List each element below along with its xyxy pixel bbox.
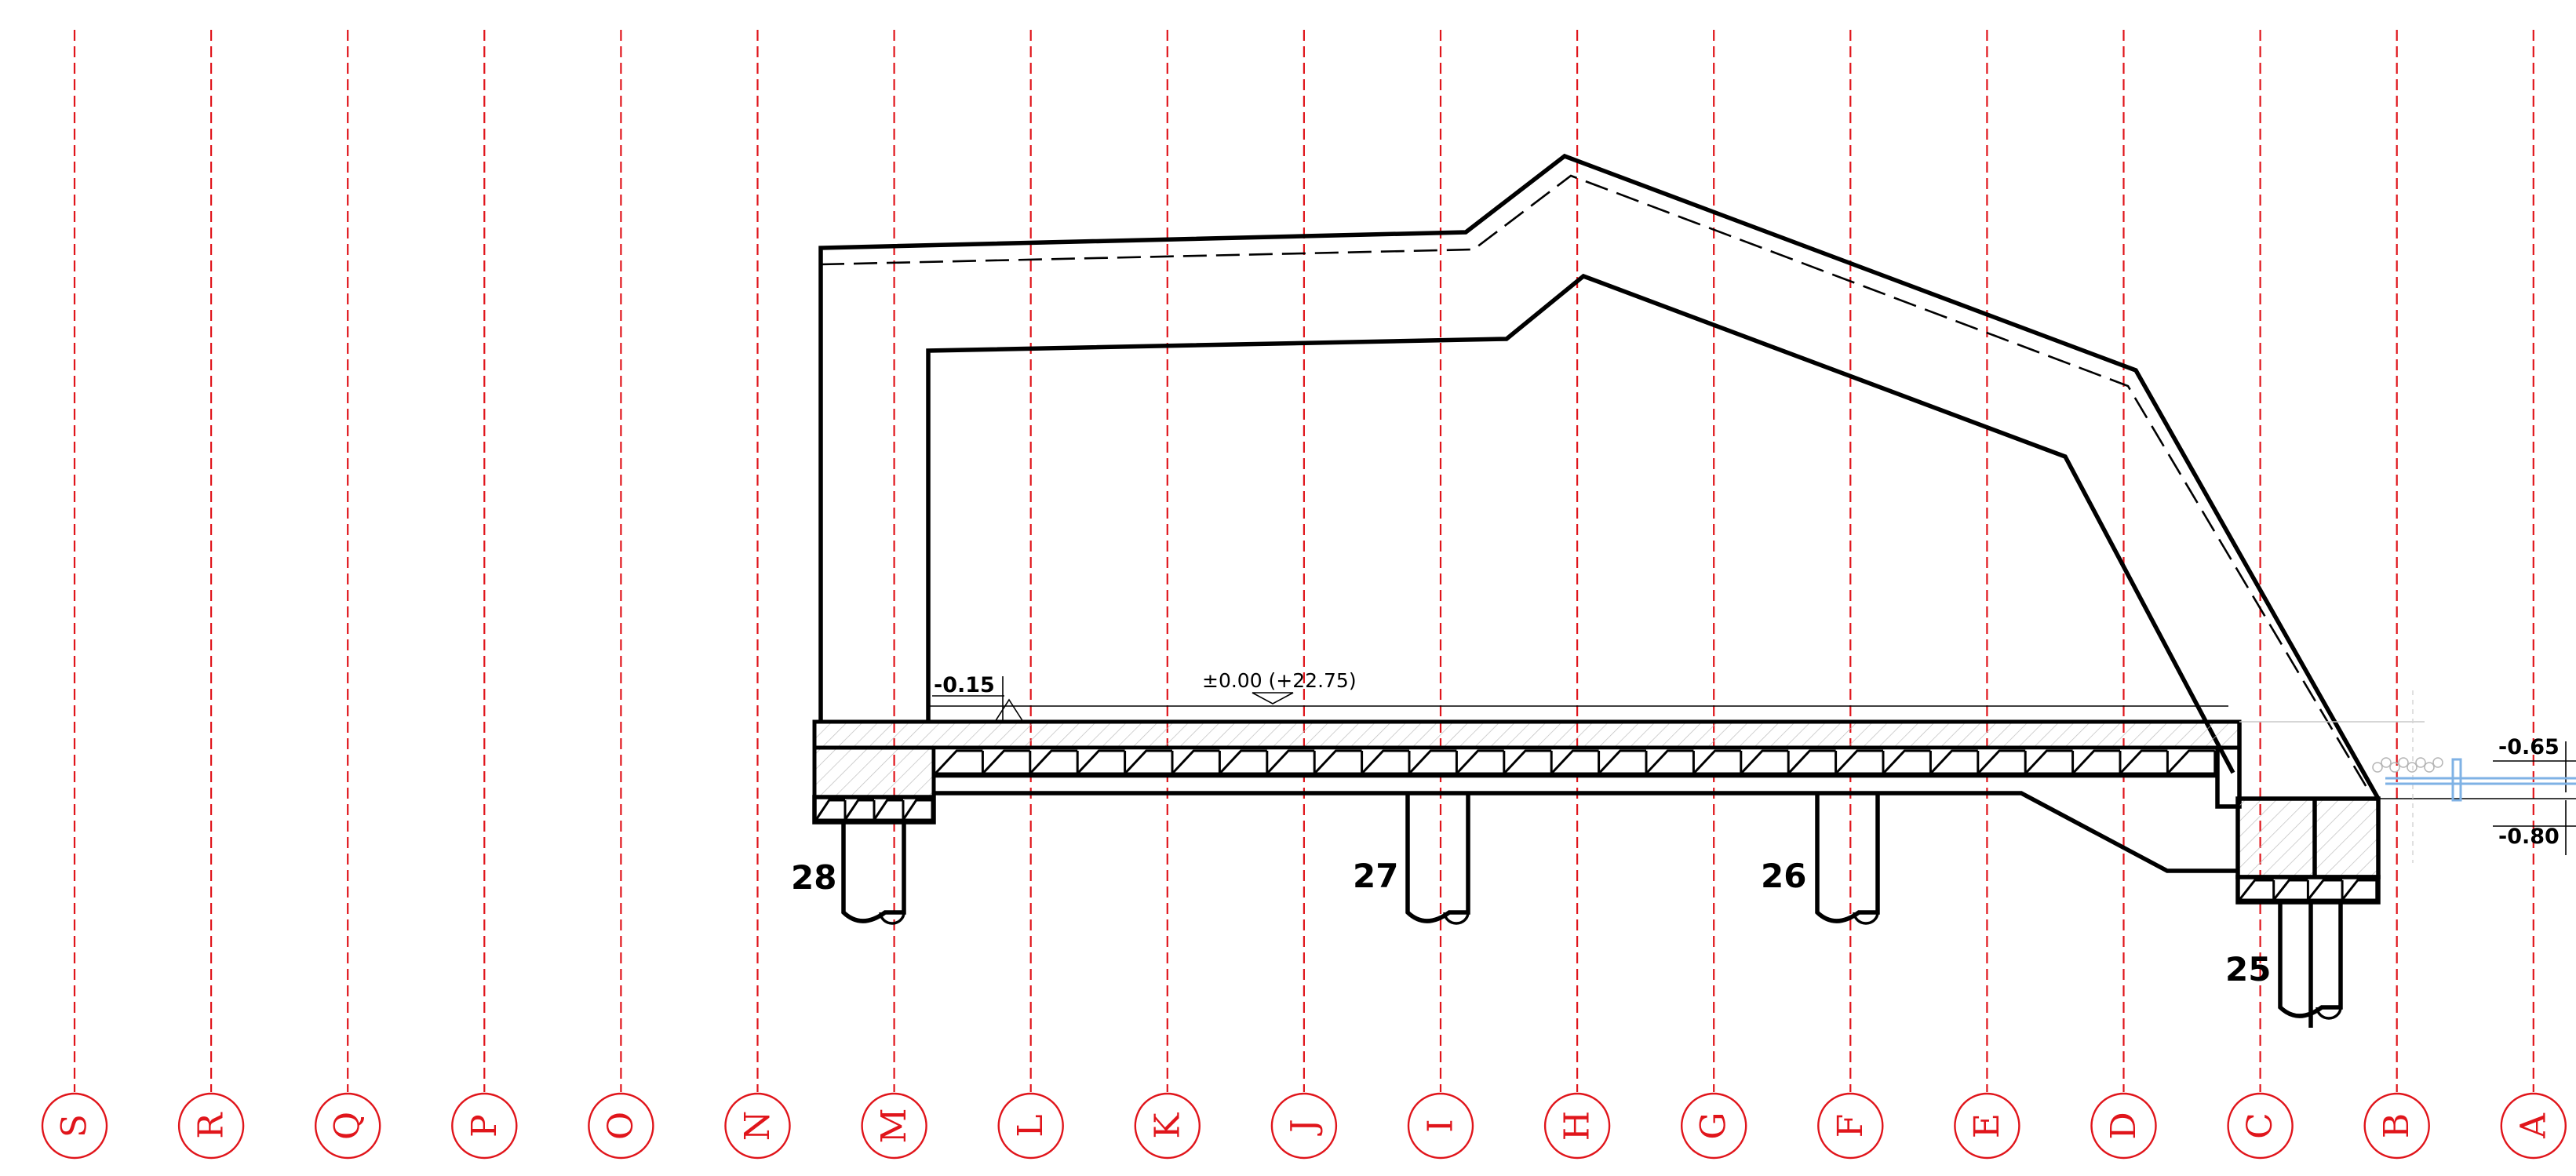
grid-label-k: K (1147, 1112, 1187, 1138)
grid-bubble-b (2363, 1092, 2430, 1160)
grid-label-r: R (191, 1112, 231, 1139)
left-cap-zigzag (814, 799, 934, 821)
inner-shell-line (926, 273, 2235, 774)
grid-label-s: S (55, 1114, 95, 1138)
grid-label-m: M (874, 1108, 914, 1143)
level-markers: -0.15 ±0.00 (+22.75) -0.65 -0.80 (928, 669, 2576, 863)
structure-section (812, 153, 2381, 905)
grid-bubble-r (177, 1092, 245, 1160)
grid-bubble-h (1543, 1092, 1611, 1160)
grid-label-b: B (2377, 1113, 2417, 1138)
grid-label-i: I (1421, 1119, 1461, 1132)
insulation-zigzag (934, 749, 2217, 775)
pile-25 (2278, 902, 2343, 1028)
grid-bubble-c (2227, 1092, 2294, 1160)
grid-label-q: Q (328, 1112, 368, 1140)
gravel-fill (2372, 757, 2443, 773)
pile-27 (1405, 793, 1470, 925)
grid-bubble-p (451, 1092, 518, 1160)
floor-slab (812, 719, 2242, 750)
grid-label-g: G (1694, 1112, 1734, 1139)
outer-shell-line (818, 153, 2381, 800)
base-slab-line (934, 791, 2238, 873)
level-outside-upper: -0.65 (2498, 735, 2560, 759)
grid-bubble-n (724, 1092, 791, 1160)
level-inner-floor: -0.15 (934, 673, 995, 697)
grid-bubble-a (2500, 1092, 2567, 1160)
grid-label-f: F (1831, 1114, 1871, 1138)
waterproof-dash-line (820, 174, 2371, 793)
grid-label-j: J (1284, 1119, 1324, 1136)
grid-bubble-q (315, 1092, 381, 1160)
grid-bubble-i (1407, 1092, 1474, 1160)
level-outside-lower: -0.80 (2498, 825, 2560, 849)
pile-28 (841, 822, 906, 925)
grid-label-a: A (2513, 1112, 2553, 1139)
drainage-detail (2372, 757, 2576, 802)
grid-label-o: O (601, 1112, 641, 1140)
grid-label-e: E (1967, 1113, 2007, 1138)
left-footing (812, 745, 936, 799)
grid-label-p: P (465, 1114, 505, 1138)
grid-label-n: N (738, 1111, 778, 1141)
grid-bubble-l (997, 1092, 1064, 1160)
pile-26 (1815, 793, 1880, 925)
grid-bubble-e (1954, 1092, 2020, 1160)
grid-label-d: D (2104, 1112, 2144, 1139)
right-footing (2235, 796, 2381, 879)
grid-bubble-m (861, 1092, 927, 1160)
grid-label-l: L (1011, 1114, 1051, 1137)
grid-bubble-f (1817, 1092, 1884, 1160)
grid-bubble-o (588, 1092, 654, 1160)
grid-bubble-g (1680, 1092, 1747, 1160)
level-datum: ±0.00 (+22.75) (1202, 669, 1357, 692)
slab-edge-step (2215, 722, 2242, 809)
pile-label-27: 27 (1353, 857, 1398, 895)
grid-bubble-d (2090, 1092, 2157, 1160)
grid-bubble-j (1270, 1092, 1338, 1160)
grid-label-h: H (1558, 1111, 1598, 1141)
grid-label-c: C (2240, 1112, 2280, 1139)
piles: 28 27 26 25 (791, 793, 2343, 1028)
grid-bubble-k (1134, 1092, 1201, 1160)
pile-label-28: 28 (791, 858, 836, 897)
right-cap-zigzag (2238, 879, 2378, 901)
pile-label-26: 26 (1761, 857, 1806, 895)
grid-bubble-s (41, 1092, 108, 1160)
pile-label-25: 25 (2225, 950, 2271, 988)
